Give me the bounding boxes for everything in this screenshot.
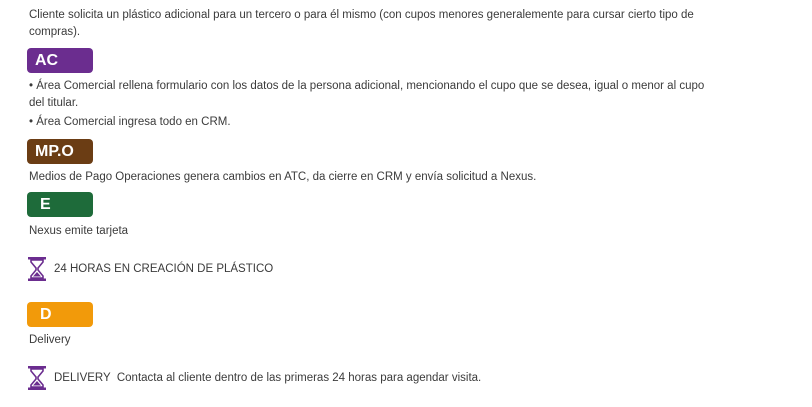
badge-ac: AC — [27, 48, 93, 73]
badge-e: E — [27, 192, 93, 217]
mpo-text: Medios de Pago Operaciones genera cambio… — [29, 171, 537, 183]
d-text: Delivery — [29, 334, 71, 346]
hourglass-icon — [28, 366, 46, 390]
ac-bullet-1-line-2: del titular. — [29, 97, 79, 109]
ac-bullet-2: • Área Comercial ingresa todo en CRM. — [29, 116, 231, 128]
timer-row-delivery: DELIVERY Contacta al cliente dentro de l… — [27, 366, 481, 390]
badge-mpo: MP.O — [27, 139, 93, 164]
badge-d: D — [27, 302, 93, 327]
hourglass-icon — [28, 257, 46, 281]
timer-text-creation: 24 HORAS EN CREACIÓN DE PLÁSTICO — [54, 263, 274, 275]
timer-row-creation: 24 HORAS EN CREACIÓN DE PLÁSTICO — [27, 257, 273, 281]
e-text: Nexus emite tarjeta — [29, 225, 129, 237]
intro-line-2: compras). — [29, 26, 81, 38]
ac-bullet-1-line-1: • Área Comercial rellena formulario con … — [29, 80, 705, 92]
intro-line-1: Cliente solicita un plástico adicional p… — [29, 9, 694, 21]
timer-text-delivery: DELIVERY Contacta al cliente dentro de l… — [54, 372, 482, 384]
